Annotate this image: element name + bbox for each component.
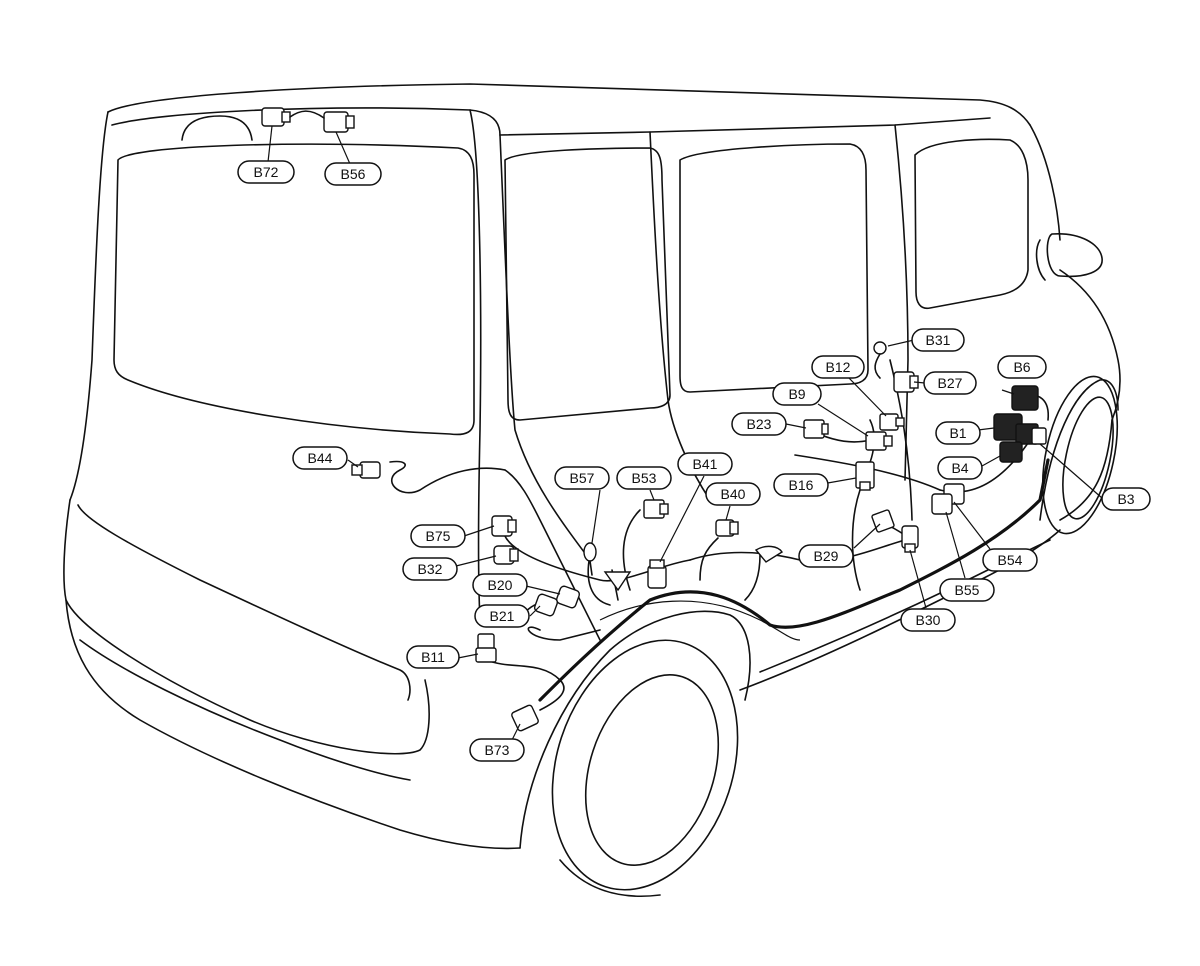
label-b54: B54: [982, 548, 1038, 572]
connector-b9: [865, 431, 893, 451]
connector-b53: [643, 499, 669, 519]
label-b44: B44: [292, 446, 348, 470]
label-b41: B41: [677, 452, 733, 476]
label-b1: B1: [935, 421, 981, 445]
label-b40: B40: [705, 482, 761, 506]
label-b57-text: B57: [570, 470, 595, 486]
label-b56-text: B56: [341, 166, 366, 182]
label-b55-text: B55: [955, 582, 980, 598]
label-b3-text: B3: [1117, 491, 1134, 507]
connector-b3: [1031, 427, 1047, 445]
label-b29-text: B29: [814, 548, 839, 564]
label-b40-text: B40: [721, 486, 746, 502]
connector-b6: [1011, 385, 1039, 411]
label-b56: B56: [324, 162, 382, 186]
connector-b12: [879, 413, 905, 431]
label-b23-text: B23: [747, 416, 772, 432]
label-b57: B57: [554, 466, 610, 490]
leader-lines: [267, 125, 1103, 741]
connector-b56: [323, 111, 355, 133]
connector-b16: [855, 461, 875, 491]
vehicle-body: [63, 83, 1121, 898]
label-b29: B29: [798, 544, 854, 568]
label-b31: B31: [911, 328, 965, 352]
label-b4-text: B4: [951, 460, 968, 476]
label-b32: B32: [402, 557, 458, 581]
label-b1-text: B1: [949, 425, 966, 441]
label-b30: B30: [900, 608, 956, 632]
connector-b73: [511, 704, 539, 732]
label-b30-text: B30: [916, 612, 941, 628]
label-b31-text: B31: [926, 332, 951, 348]
label-b75-text: B75: [426, 528, 451, 544]
connector-b75: [491, 515, 517, 537]
label-b9-text: B9: [788, 386, 805, 402]
connector-b23: [803, 419, 829, 439]
connector-b4: [999, 441, 1023, 463]
label-b6: B6: [997, 355, 1047, 379]
connector-b21: [533, 593, 559, 617]
connector-b32: [493, 545, 519, 565]
label-b11: B11: [406, 645, 460, 669]
connector-b31: [873, 341, 887, 379]
label-b20: B20: [472, 573, 528, 597]
label-b27: B27: [923, 371, 977, 395]
connector-b11: [475, 633, 497, 663]
label-b75: B75: [410, 524, 466, 548]
label-b11-text: B11: [421, 649, 445, 665]
label-b73: B73: [469, 738, 525, 762]
label-b72-text: B72: [254, 164, 279, 180]
connector-b44: [351, 461, 381, 479]
label-b12-text: B12: [826, 359, 851, 375]
label-b16: B16: [773, 473, 829, 497]
label-b20-text: B20: [488, 577, 513, 593]
label-b21: B21: [474, 604, 530, 628]
label-b16-text: B16: [789, 477, 814, 493]
label-b6-text: B6: [1013, 359, 1030, 375]
label-b23: B23: [731, 412, 787, 436]
label-b27-text: B27: [938, 375, 963, 391]
connector-b55: [931, 493, 953, 515]
label-b21-text: B21: [490, 608, 515, 624]
connector-b30: [901, 525, 919, 553]
label-b73-text: B73: [485, 742, 510, 758]
connector-b40: [715, 519, 739, 537]
label-b44-text: B44: [308, 450, 333, 466]
connector-b41: [647, 559, 667, 589]
label-b3: B3: [1101, 487, 1151, 511]
label-b9: B9: [772, 382, 822, 406]
label-b12: B12: [811, 355, 865, 379]
connector-b57: [583, 542, 597, 576]
label-b72: B72: [237, 160, 295, 184]
connector-b72: [261, 107, 291, 127]
label-b41-text: B41: [693, 456, 718, 472]
label-b54-text: B54: [998, 552, 1023, 568]
connector-b20: [555, 585, 581, 609]
label-b32-text: B32: [418, 561, 443, 577]
label-b4: B4: [937, 456, 983, 480]
label-b55: B55: [939, 578, 995, 602]
label-b53: B53: [616, 466, 672, 490]
label-b53-text: B53: [632, 470, 657, 486]
